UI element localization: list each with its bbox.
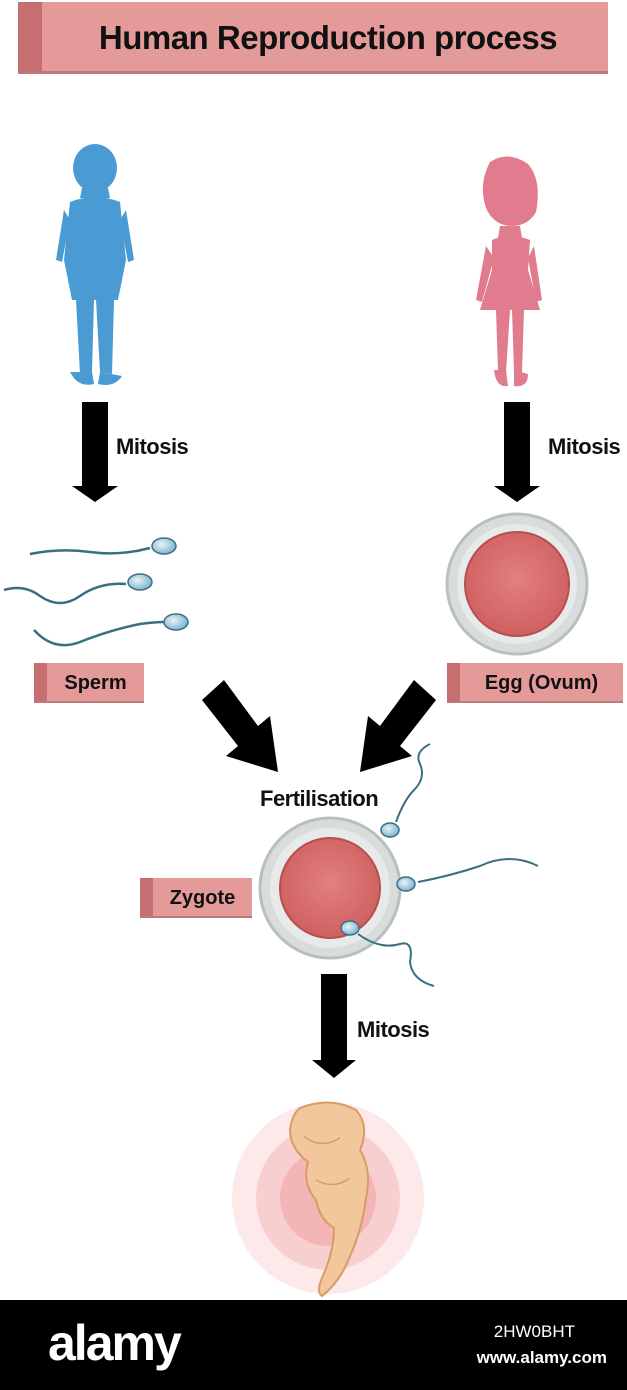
page-title: Human Reproduction process (98, 19, 558, 56)
egg-label-box: Egg (Ovum) (447, 663, 623, 703)
sperm-label: Sperm (64, 672, 127, 694)
title-accent (18, 2, 42, 71)
zygote-label-box: Zygote (140, 878, 252, 918)
egg-label: Egg (Ovum) (484, 672, 599, 694)
mitosis-label-female: Mitosis (548, 434, 621, 459)
male-silhouette-icon (56, 144, 134, 385)
embryo-icon (232, 1101, 424, 1298)
mitosis-arrow-female-icon (494, 402, 540, 502)
sperm-label-accent (34, 663, 47, 701)
egg-label-accent (447, 663, 460, 701)
title-banner: Human Reproduction process (18, 2, 608, 74)
sperm-label-box: Sperm (34, 663, 144, 703)
egg-ovum-icon (445, 512, 589, 656)
fertilisation-arrow-right-icon (360, 680, 436, 772)
female-silhouette-icon (476, 156, 542, 387)
site-url-text: www.alamy.com (476, 1348, 607, 1367)
diagram-canvas (3, 144, 589, 1298)
mitosis-label-male: Mitosis (116, 434, 189, 459)
sperm-cells-icon (3, 537, 189, 647)
mitosis-arrow-zygote-icon (312, 974, 356, 1078)
image-id-text: 2HW0BHT (493, 1322, 575, 1341)
zygote-label: Zygote (169, 887, 236, 909)
zygote-label-accent (140, 878, 153, 916)
alamy-logo: alamy (48, 1315, 182, 1371)
fertilisation-arrow-left-icon (202, 680, 278, 772)
mitosis-label-zygote: Mitosis (357, 1017, 430, 1042)
watermark-footer: alamy 2HW0BHT www.alamy.com (0, 1300, 627, 1390)
zygote-icon (258, 743, 539, 987)
fertilisation-label: Fertilisation (260, 786, 379, 811)
mitosis-arrow-male-icon (72, 402, 118, 502)
